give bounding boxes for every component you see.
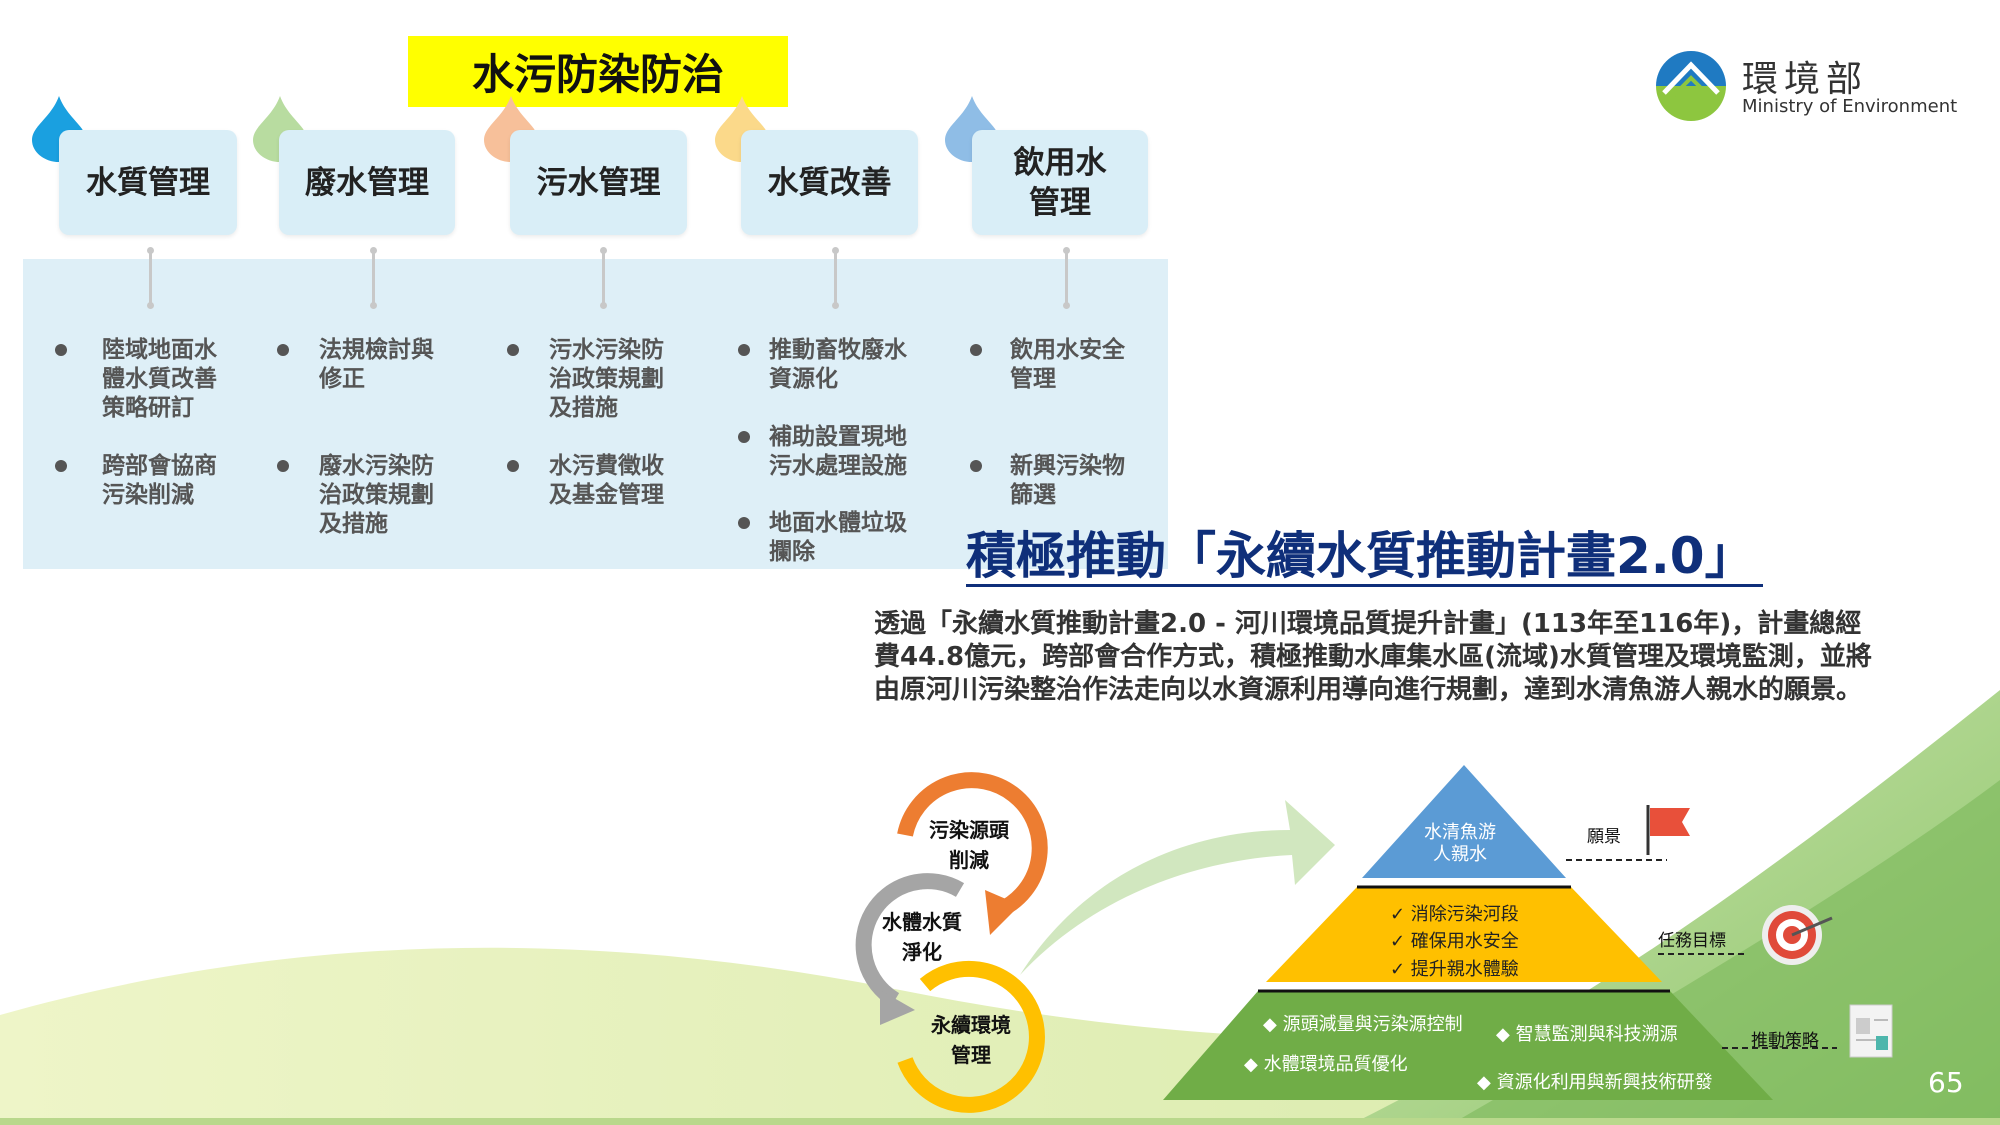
cycle-step-sustainable-management: 永續環境 管理 <box>931 1013 1011 1067</box>
bullet-item: 跨部會協商 污染削減 <box>102 453 217 508</box>
label-mission-goals: 任務目標 <box>1658 931 1726 951</box>
connector <box>1063 247 1070 309</box>
connector <box>600 247 607 309</box>
pyramid-vision-text: 水清魚游 人親水 <box>1424 822 1496 865</box>
bullet-icon <box>738 431 750 443</box>
categories-panel <box>23 259 1168 569</box>
pyramid-strategy-item: ◆ 源頭減量與污染源控制 <box>1263 1014 1463 1035</box>
plan-description: 透過「永續水質推動計畫2.0 - 河川環境品質提升計畫」(113年至116年)，… <box>874 609 1872 705</box>
cycle-step-source-reduction: 污染源頭 削減 <box>929 818 1009 872</box>
cycle-ring-gray <box>855 873 965 1025</box>
bullet-icon <box>507 460 519 472</box>
logo-name-en: Ministry of Environment <box>1742 96 1958 117</box>
document-check-icon <box>1849 1004 1893 1058</box>
category-card-sewage: 污水管理 <box>510 130 687 235</box>
logo-name-zh: 環境部 <box>1742 59 1869 100</box>
pyramid-strategy-item: ◆ 水體環境品質優化 <box>1244 1054 1408 1075</box>
flag-icon <box>1646 805 1690 855</box>
pyramid-strategy-item: ◆ 智慧監測與科技溯源 <box>1496 1024 1678 1045</box>
bullet-icon <box>970 344 982 356</box>
bullet-item: 補助設置現地 污水處理設施 <box>769 424 907 479</box>
pyramid-goal-item: ✓ 消除污染河段 <box>1390 904 1519 925</box>
bullet-item: 法規檢討與 修正 <box>319 337 434 392</box>
plan-heading: 積極推動「永續水質推動計畫2.0」 <box>966 528 1763 587</box>
bullet-item: 陸域地面水 體水質改善 策略研訂 <box>102 337 217 421</box>
connector <box>370 247 377 309</box>
bullet-item: 地面水體垃圾 攔除 <box>769 510 907 565</box>
category-card-water-quality: 水質管理 <box>59 130 237 235</box>
label-vision: 願景 <box>1587 827 1621 847</box>
bullet-icon <box>55 460 67 472</box>
cycle-step-purification: 水體水質 淨化 <box>882 910 962 964</box>
bullet-item: 新興污染物 篩選 <box>1010 453 1125 508</box>
ministry-logo <box>1656 51 1726 125</box>
category-card-wastewater: 廢水管理 <box>279 130 455 235</box>
connector <box>147 247 154 309</box>
target-icon <box>1762 905 1833 965</box>
section-title: 水污防染防治 <box>408 36 788 107</box>
curved-arrow-icon <box>1020 800 1335 975</box>
bullet-icon <box>507 344 519 356</box>
pyramid-strategy-item: ◆ 資源化利用與新興技術研發 <box>1477 1072 1713 1093</box>
ministry-logo-icon <box>1656 51 1726 121</box>
connector <box>832 247 839 309</box>
bullet-icon <box>970 460 982 472</box>
label-strategies: 推動策略 <box>1751 1031 1819 1051</box>
bullet-icon <box>277 460 289 472</box>
category-card-water-improvement: 水質改善 <box>741 130 918 235</box>
pyramid-bottom <box>1163 991 1773 1100</box>
category-card-drinking-water: 飲用水 管理 <box>972 130 1148 235</box>
pyramid-top <box>1362 765 1566 878</box>
bullet-icon <box>277 344 289 356</box>
bullet-item: 推動畜牧廢水 資源化 <box>769 337 907 392</box>
bullet-icon <box>738 344 750 356</box>
bullet-item: 廢水污染防 治政策規劃 及措施 <box>319 453 434 537</box>
pyramid-goal-item: ✓ 提升親水體驗 <box>1390 959 1519 980</box>
pyramid-middle <box>1266 887 1662 982</box>
bullet-item: 污水污染防 治政策規劃 及措施 <box>549 337 664 421</box>
pyramid-goal-item: ✓ 確保用水安全 <box>1390 931 1519 952</box>
bullet-item: 飲用水安全 管理 <box>1010 337 1125 392</box>
page-number: 65 <box>1928 1066 1964 1099</box>
cycle-ring-yellow <box>897 960 1045 1113</box>
bullet-icon <box>738 517 750 529</box>
cycle-ring-orange <box>897 772 1048 935</box>
bullet-item: 水污費徵收 及基金管理 <box>549 453 664 508</box>
bullet-icon <box>55 344 67 356</box>
